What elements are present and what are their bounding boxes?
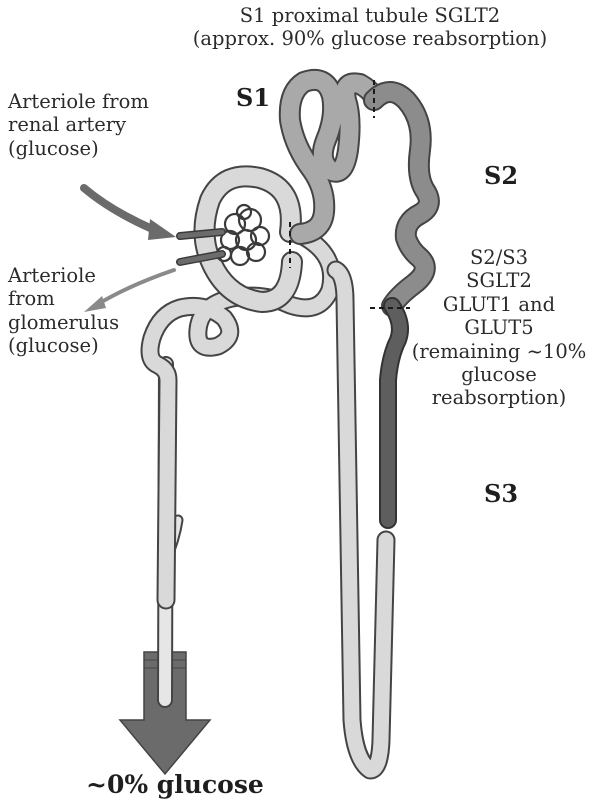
arteriole-in-label: Arteriole from renal artery (glucose) xyxy=(8,90,149,160)
output-label: ~0% glucose xyxy=(86,770,264,800)
arteriole-out-line4: (glucose) xyxy=(8,334,119,357)
s2s3-line5: (remaining ~10% xyxy=(392,340,606,363)
s1-segment xyxy=(290,80,374,234)
s2s3-line3: GLUT1 and xyxy=(392,293,606,316)
s2s3-line4: GLUT5 xyxy=(392,316,606,339)
s2s3-line6: glucose reabsorption) xyxy=(392,363,606,410)
arteriole-in-line2: renal artery xyxy=(8,113,149,136)
s2s3-line1: S2/S3 xyxy=(392,246,606,269)
s3-segment-label: S3 xyxy=(484,480,518,509)
arteriole-out-line2: from xyxy=(8,287,119,310)
s1-title: S1 proximal tubule SGLT2 (approx. 90% gl… xyxy=(145,4,595,51)
arteriole-in-line3: (glucose) xyxy=(8,137,149,160)
s1-title-line1: S1 proximal tubule SGLT2 xyxy=(145,4,595,27)
arteriole-out-line1: Arteriole xyxy=(8,264,119,287)
arteriole-in-line1: Arteriole from xyxy=(8,90,149,113)
s1-title-line2: (approx. 90% glucose reabsorption) xyxy=(145,27,595,50)
bowmans-capsule xyxy=(204,176,292,302)
afferent-arteriole xyxy=(180,232,222,236)
arteriole-out-line3: glomerulus xyxy=(8,311,119,334)
s2s3-line2: SGLT2 xyxy=(392,269,606,292)
arteriole-out-label: Arteriole from glomerulus (glucose) xyxy=(8,264,119,358)
incoming-glucose-arrow xyxy=(84,188,176,240)
s2s3-label: S2/S3 SGLT2 GLUT1 and GLUT5 (remaining ~… xyxy=(392,246,606,410)
s1-segment-label: S1 xyxy=(236,84,270,113)
s2-segment-label: S2 xyxy=(484,162,518,191)
